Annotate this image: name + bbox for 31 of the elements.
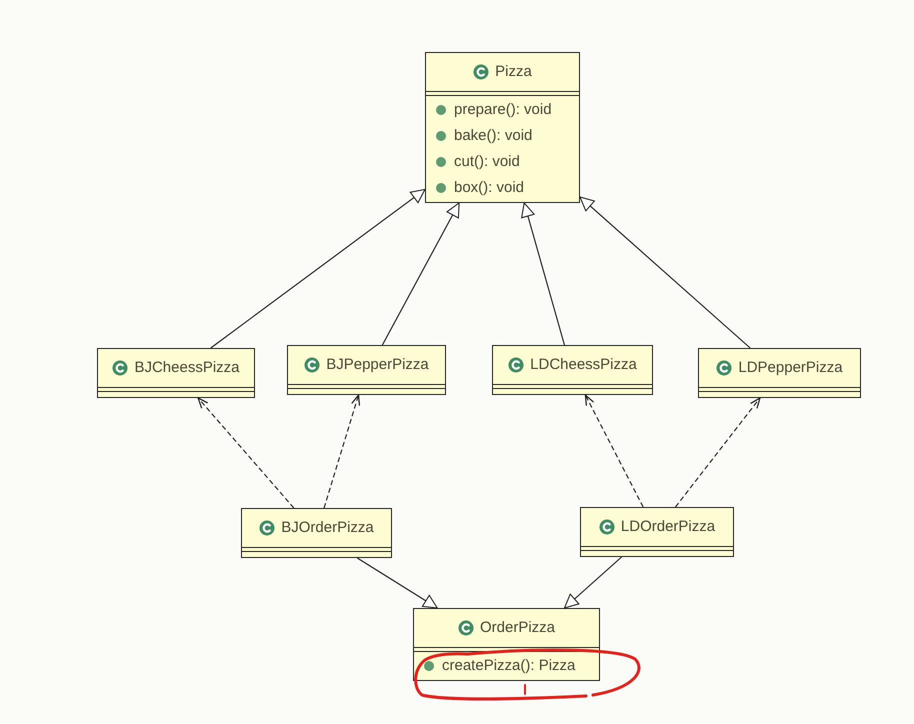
class-name: BJPepperPizza — [326, 356, 429, 374]
class-name: LDOrderPizza — [620, 518, 716, 536]
inheritance-arrow — [564, 556, 622, 608]
method-signature: cut(): void — [454, 153, 520, 171]
class-name: Pizza — [495, 63, 532, 81]
method-signature: box(): void — [454, 179, 524, 197]
class-box — [241, 508, 392, 558]
dependency-arrow — [198, 397, 294, 508]
inheritance-arrow — [521, 202, 565, 346]
inheritance-arrow — [210, 188, 426, 348]
inheritance-arrow — [580, 196, 751, 348]
method-signature: prepare(): void — [454, 101, 552, 119]
class-name: LDCheessPizza — [530, 356, 637, 374]
dependency-arrow — [324, 394, 360, 508]
class-box — [413, 608, 600, 681]
method-signature: bake(): void — [454, 127, 532, 145]
class-box — [287, 345, 446, 395]
class-box — [97, 348, 255, 398]
class-name: OrderPizza — [480, 619, 556, 637]
class-box — [580, 507, 734, 557]
method-signature: createPizza(): Pizza — [442, 657, 576, 675]
dependency-arrow — [584, 394, 644, 508]
dependency-arrow — [675, 397, 761, 508]
class-name: BJCheessPizza — [134, 359, 240, 377]
class-box — [698, 348, 861, 398]
class-box — [492, 345, 653, 395]
class-box — [425, 52, 580, 203]
class-name: LDPepperPizza — [738, 359, 843, 377]
inheritance-arrow — [356, 558, 438, 608]
inheritance-arrow — [382, 202, 460, 346]
class-name: BJOrderPizza — [281, 519, 374, 537]
